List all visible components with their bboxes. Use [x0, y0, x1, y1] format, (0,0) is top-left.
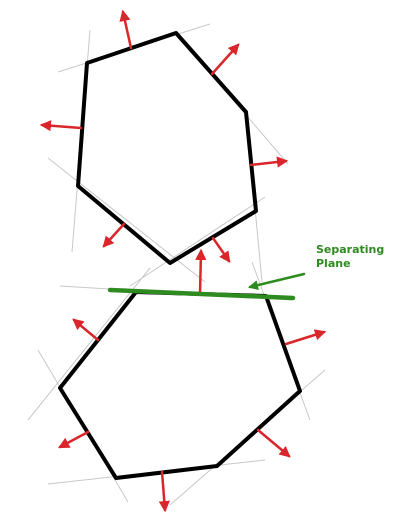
separating-plane-label: Separating Plane [316, 243, 402, 271]
edge-extension-line [47, 157, 206, 283]
normal-arrow-icon [210, 43, 240, 76]
top-polygon [76, 31, 258, 265]
normal-arrow-icon [284, 329, 327, 346]
top-polygon-normals [39, 9, 289, 263]
normal-arrow-icon [158, 470, 170, 512]
normal-arrow-icon [195, 248, 207, 296]
edge-extension-line [27, 267, 151, 421]
separating-plane-label-line2: Plane [316, 257, 351, 270]
normal-arrow-icon [249, 156, 289, 168]
normal-arrow-icon [256, 428, 291, 458]
separating-plane-label-line1: Separating [316, 243, 385, 256]
normal-arrow-icon [102, 222, 126, 248]
bottom-polygon-normals [58, 248, 327, 512]
normal-arrow-icon [58, 430, 90, 449]
bottom-polygon [58, 290, 302, 480]
separating-plane-pointer-arrow-icon [248, 272, 306, 290]
separating-plane-line [107, 287, 296, 301]
normal-arrow-icon [119, 9, 133, 50]
normal-arrow-icon [211, 236, 231, 263]
edge-extension-line [129, 196, 266, 287]
normal-arrow-icon [39, 120, 83, 132]
normal-arrow-icon [72, 318, 100, 342]
